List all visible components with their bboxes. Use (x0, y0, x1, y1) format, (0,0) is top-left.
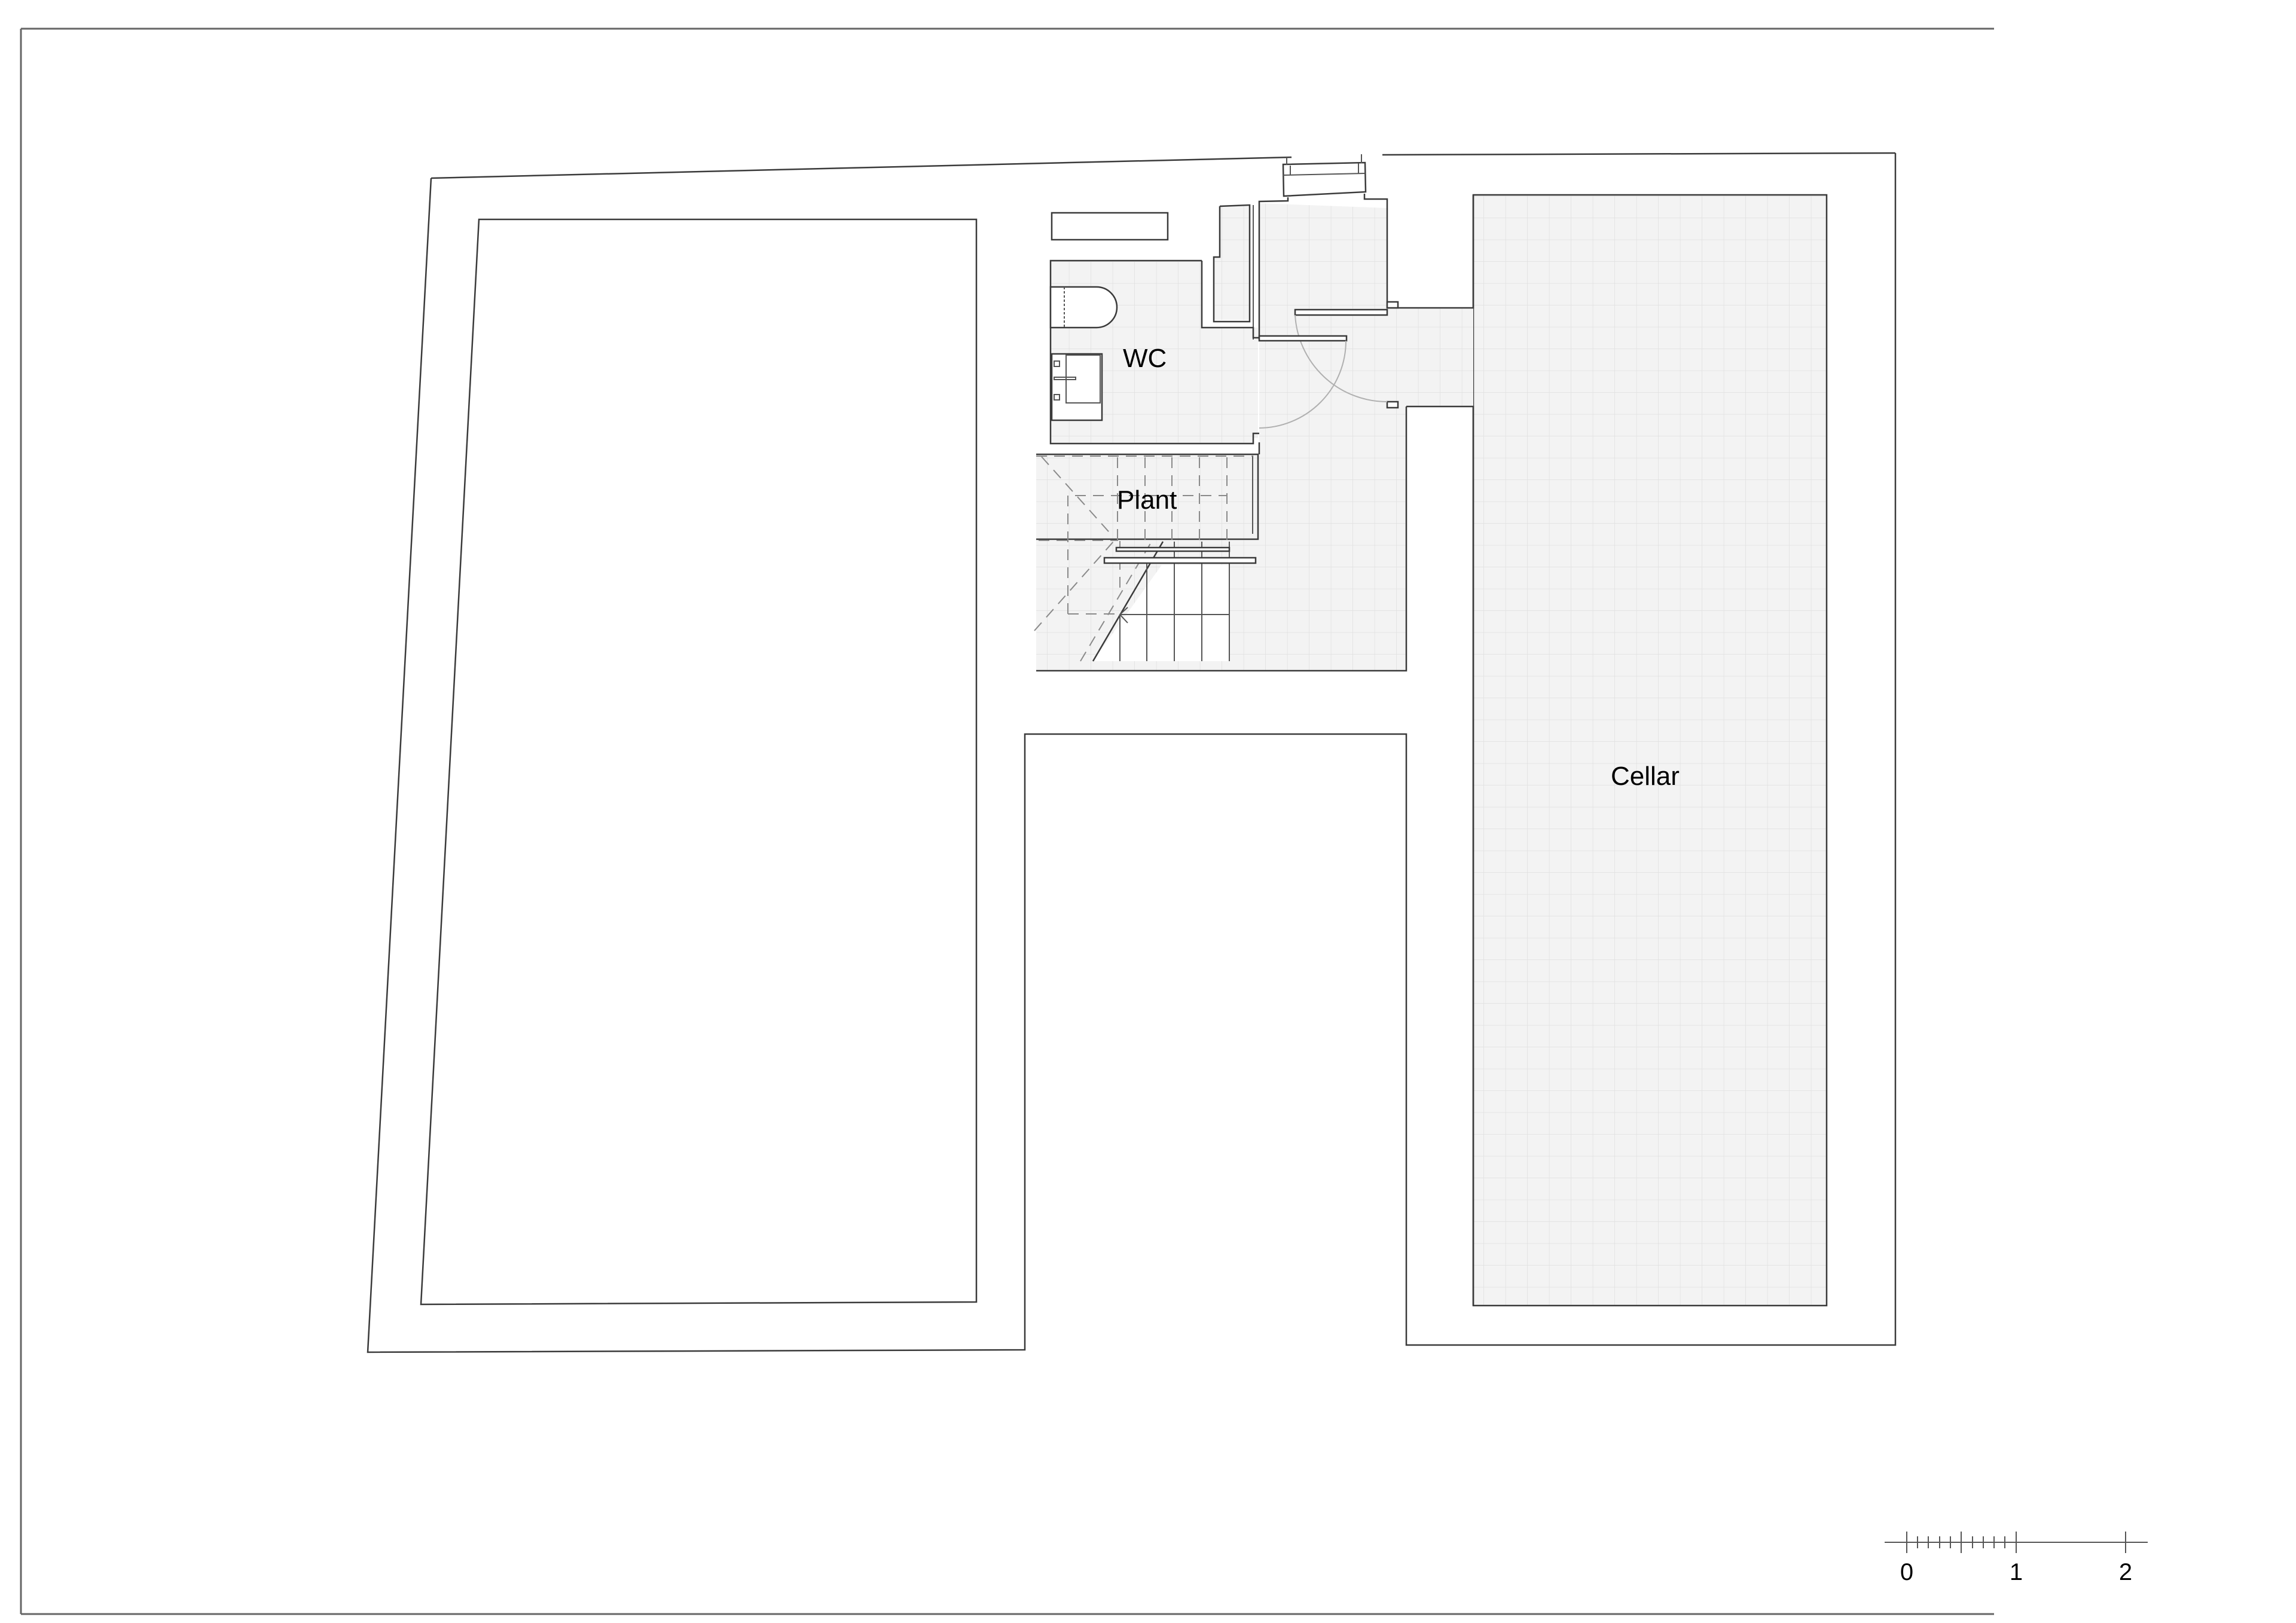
left-block-outline (367, 152, 1897, 1353)
doors (1258, 308, 1388, 429)
scale-label-1: 1 (2009, 1559, 2023, 1585)
sheet-frame (20, 27, 1994, 1615)
room-label-plant: Plant (1117, 485, 1177, 515)
left-inner-room (420, 218, 978, 1306)
window-unit (1282, 154, 1367, 197)
scale-label-0: 0 (1900, 1559, 1914, 1585)
cellar-floor (1472, 194, 1828, 1307)
sink-fixture (1051, 353, 1103, 421)
lobby-floor (1036, 203, 1473, 671)
toilet-fixture (1049, 286, 1118, 329)
lobby-walls (1036, 194, 1474, 1306)
wc-walls (1049, 259, 1259, 445)
room-label-cellar: Cellar (1611, 762, 1680, 791)
scale-bar (1885, 1532, 2148, 1553)
room-label-wc: WC (1123, 344, 1167, 373)
plant-and-stairs (1034, 453, 1259, 662)
cupboard-floor (1214, 206, 1250, 320)
bench (1051, 212, 1169, 241)
cupboard (1213, 204, 1254, 340)
scale-label-2: 2 (2118, 1559, 2133, 1585)
